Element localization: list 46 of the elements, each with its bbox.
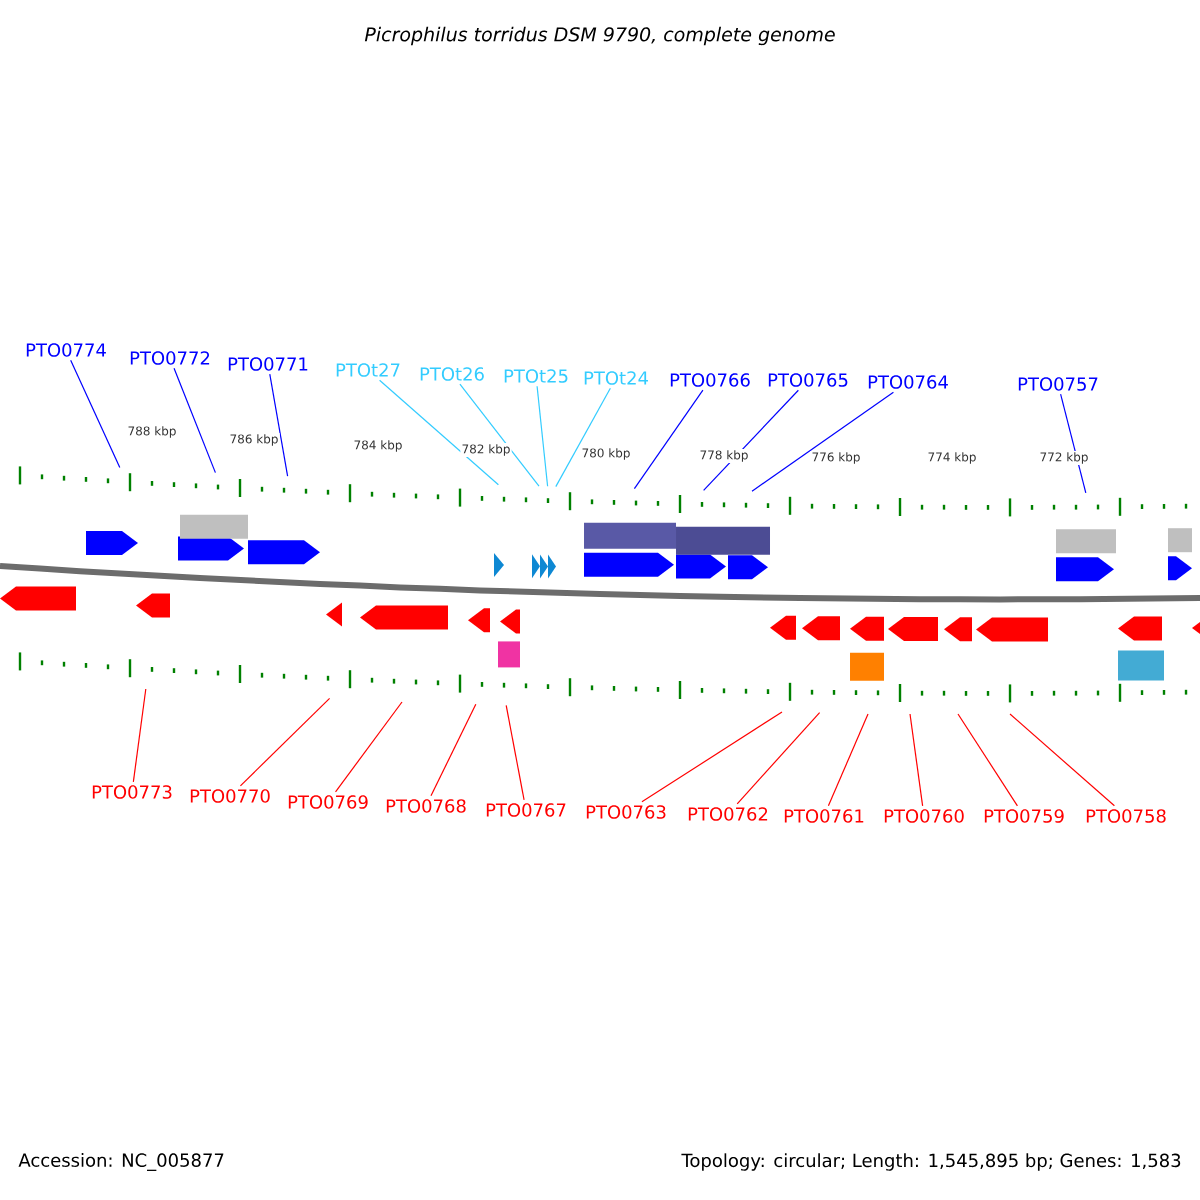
gene-label: PTOt25: [504, 369, 568, 383]
leader-line: [70, 359, 121, 468]
leader-line: [633, 389, 704, 490]
leader-line: [334, 701, 403, 793]
gene-label: PTOt26: [420, 367, 484, 381]
leader-line: [1060, 393, 1087, 494]
gene-label: PTO0759: [984, 809, 1064, 823]
gene-label: PTO0765: [768, 373, 848, 387]
gene-label: PTO0757: [1018, 377, 1098, 391]
leader-line: [505, 704, 525, 801]
leader-line: [751, 391, 895, 492]
gene-label: PTO0768: [386, 799, 466, 813]
leader-line: [555, 387, 611, 488]
gene-label: PTO0766: [670, 373, 750, 387]
gene-label: PTO0763: [586, 805, 666, 819]
gene-label: PTO0770: [190, 789, 270, 803]
gene-label: PTO0774: [26, 343, 106, 357]
leader-line: [957, 713, 1018, 807]
leader-line: [1009, 713, 1115, 807]
gene-label: PTOt27: [336, 363, 400, 377]
gene-label: PTOt24: [584, 371, 648, 385]
gene-label: PTO0767: [486, 803, 566, 817]
leader-line: [379, 379, 499, 486]
gene-label: PTO0771: [228, 357, 308, 371]
gene-label: PTO0769: [288, 795, 368, 809]
gene-label: PTO0772: [130, 351, 210, 365]
gene-label: PTO0758: [1086, 809, 1166, 823]
leader-line: [909, 713, 924, 807]
leader-line: [173, 367, 216, 474]
leader-line: [430, 703, 477, 797]
leader-line: [736, 712, 821, 805]
gene-label: PTO0773: [92, 785, 172, 799]
gene-label: PTO0764: [868, 375, 948, 389]
accession-text: Accession: NC_005877: [18, 1153, 224, 1171]
gene-label: PTO0762: [688, 807, 768, 821]
gene-label: PTO0761: [784, 809, 864, 823]
leader-line: [239, 697, 331, 787]
leader-line: [459, 383, 540, 487]
leader-line: [536, 385, 549, 487]
leader-line: [827, 713, 869, 807]
gene-label: PTO0760: [884, 809, 964, 823]
genome-stats-text: Topology: circular; Length: 1,545,895 bp; Genes: 1,583: [681, 1153, 1181, 1171]
leader-line: [132, 688, 147, 783]
leader-line: [269, 373, 289, 477]
leader-line: [641, 711, 783, 803]
title: Picrophilus torridus DSM 9790, complete genome: [364, 26, 835, 46]
